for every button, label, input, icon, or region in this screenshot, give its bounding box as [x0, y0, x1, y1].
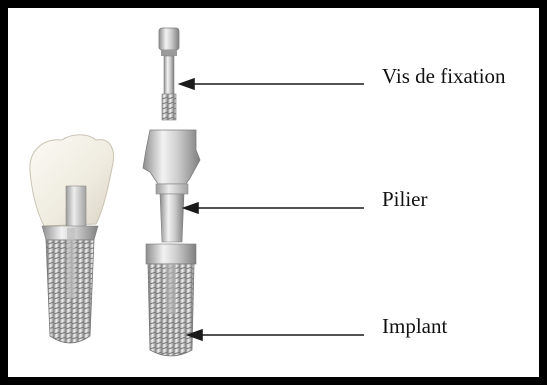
label-fixation-screw: Vis de fixation	[382, 66, 506, 87]
implant-body	[146, 244, 196, 356]
assembled-implant-with-crown	[30, 135, 114, 343]
label-abutment: Pilier	[382, 189, 428, 210]
label-arrows	[180, 79, 364, 340]
exploded-components	[143, 28, 200, 356]
crown-inner-abutment	[66, 186, 86, 230]
arrow-abutment-head	[184, 203, 198, 213]
label-implant: Implant	[382, 316, 447, 337]
assembled-inner-screw	[67, 228, 75, 298]
fixation-screw	[159, 28, 179, 120]
arrow-screw-head	[180, 79, 194, 89]
abutment	[143, 130, 200, 242]
